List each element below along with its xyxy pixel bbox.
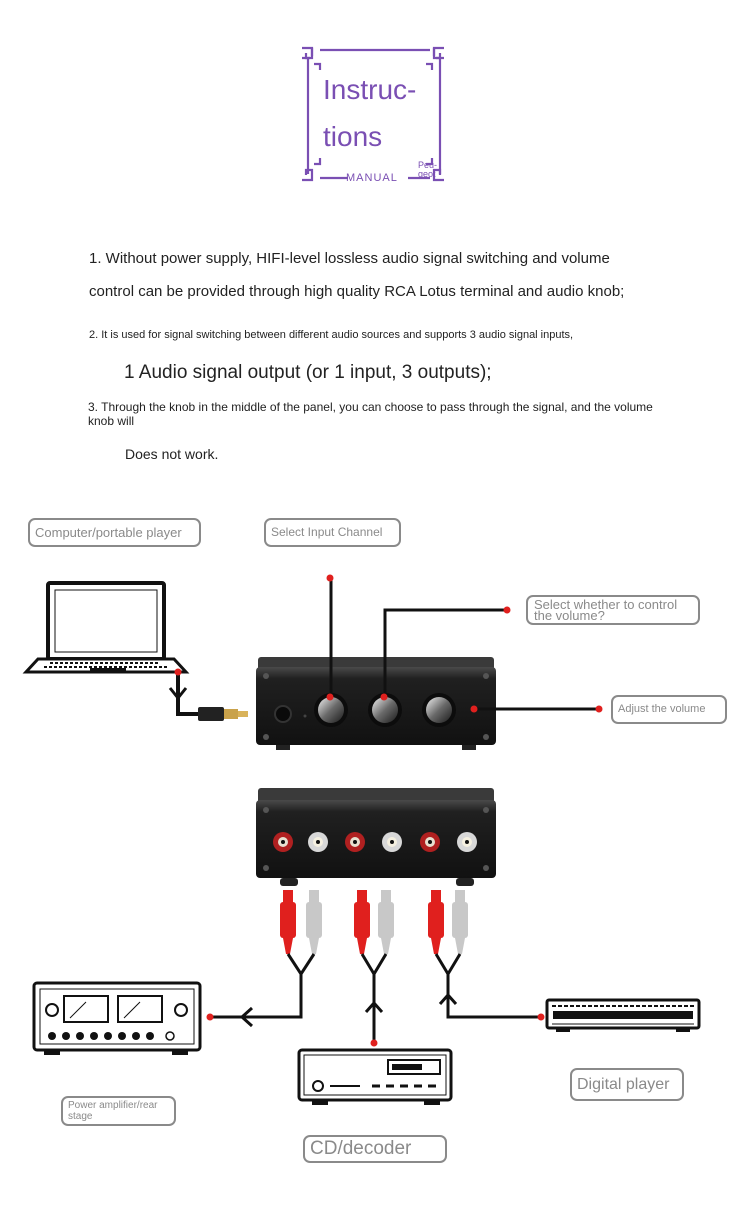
label-adjust-volume: Adjust the volume xyxy=(611,695,727,724)
label-cd-decoder: CD/decoder xyxy=(303,1135,447,1163)
instruction-3-line2: Does not work. xyxy=(125,446,219,462)
instruction-1-line1: 1. Without power supply, HIFI-level loss… xyxy=(89,250,610,267)
callout-lines-front xyxy=(329,578,598,711)
label-select-input: Select Input Channel xyxy=(264,518,401,547)
badge-small-line2: geot xyxy=(418,169,436,179)
instruction-3-line1: 3. Through the knob in the middle of the… xyxy=(88,400,653,428)
instruction-2-line1: 2. It is used for signal switching betwe… xyxy=(89,329,574,341)
laptop-icon xyxy=(22,581,190,674)
audio-jack-icon xyxy=(168,668,248,721)
rca-cables xyxy=(210,953,541,1043)
cd-player-icon xyxy=(297,1048,453,1105)
badge-small-line1: Peu- xyxy=(418,160,438,170)
switch-front-panel xyxy=(256,657,496,750)
label-digital-player: Digital player xyxy=(570,1068,684,1101)
instruction-1-line2: control can be provided through high qua… xyxy=(89,283,625,300)
amplifier-icon xyxy=(32,981,202,1055)
digital-player-icon xyxy=(545,998,701,1032)
label-select-volume: Select whether to control the volume? xyxy=(526,595,700,625)
badge-subtitle: MANUAL xyxy=(346,172,398,184)
instruction-2-line2: 1 Audio signal output (or 1 input, 3 out… xyxy=(124,362,492,383)
rca-plug-icon xyxy=(280,890,468,954)
badge-title-line1: Instruc- xyxy=(323,74,417,105)
instructions-badge-frame xyxy=(302,46,444,182)
switch-rear-panel xyxy=(256,788,496,886)
label-power-amp: Power amplifier/rear stage xyxy=(61,1096,176,1126)
connection-diagram xyxy=(22,574,701,1105)
badge-title-line2: tions xyxy=(323,121,383,152)
label-computer-player: Computer/portable player xyxy=(28,518,201,547)
